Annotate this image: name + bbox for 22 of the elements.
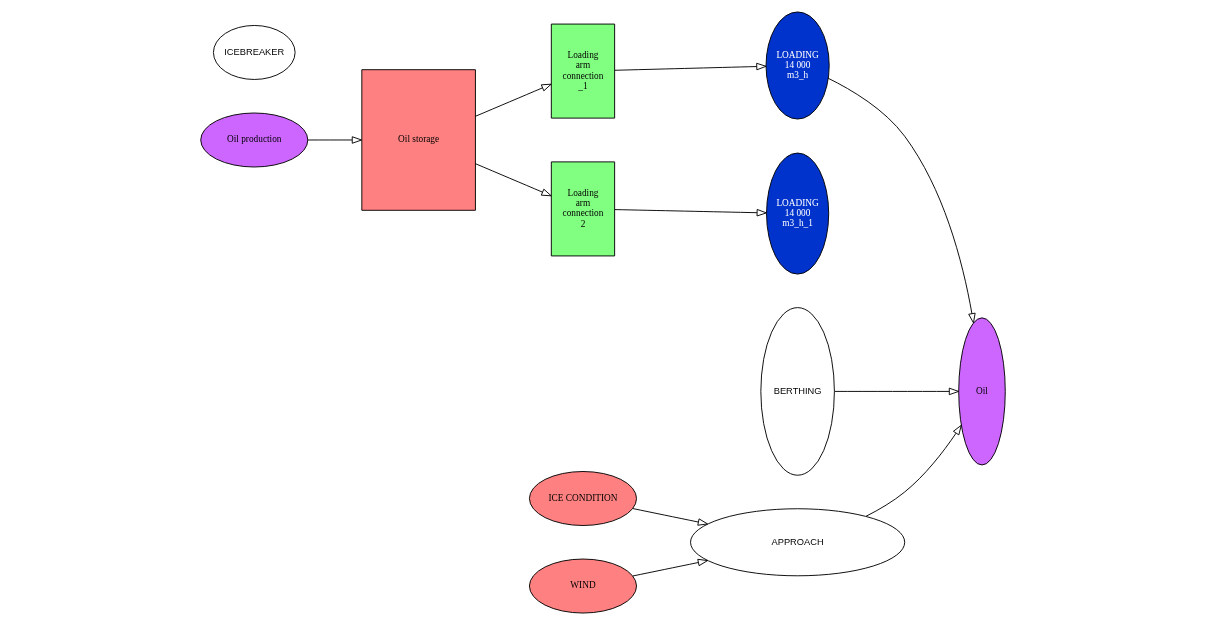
node-box: Loading arm connection _1 (550, 23, 615, 119)
node-ellipse: WIND (528, 558, 637, 614)
node-ellipse: BERTHING (759, 307, 835, 476)
node-ellipse: LOADING 14 000 m3_h_1 (765, 152, 829, 275)
arrow (613, 208, 767, 217)
node-ellipse: ICE CONDITION (528, 471, 637, 526)
arrow (631, 508, 708, 526)
node-ellipse: Oil (957, 317, 1006, 466)
arrow (474, 83, 552, 117)
node-ellipse: Oil production (199, 112, 308, 168)
arrow (865, 424, 962, 517)
arrow (307, 136, 362, 144)
arrow (833, 387, 959, 396)
arrow (613, 62, 766, 71)
node-ellipse: ICEBREAKER (212, 25, 296, 80)
arrow (474, 163, 552, 197)
node-box: Oil storage (360, 69, 476, 211)
node-ellipse: APPROACH (689, 508, 905, 577)
node-ellipse: LOADING 14 000 m3_h (765, 11, 830, 120)
arrow (827, 77, 976, 324)
node-box: Loading arm connection 2 (550, 161, 615, 257)
arrow (631, 558, 708, 577)
